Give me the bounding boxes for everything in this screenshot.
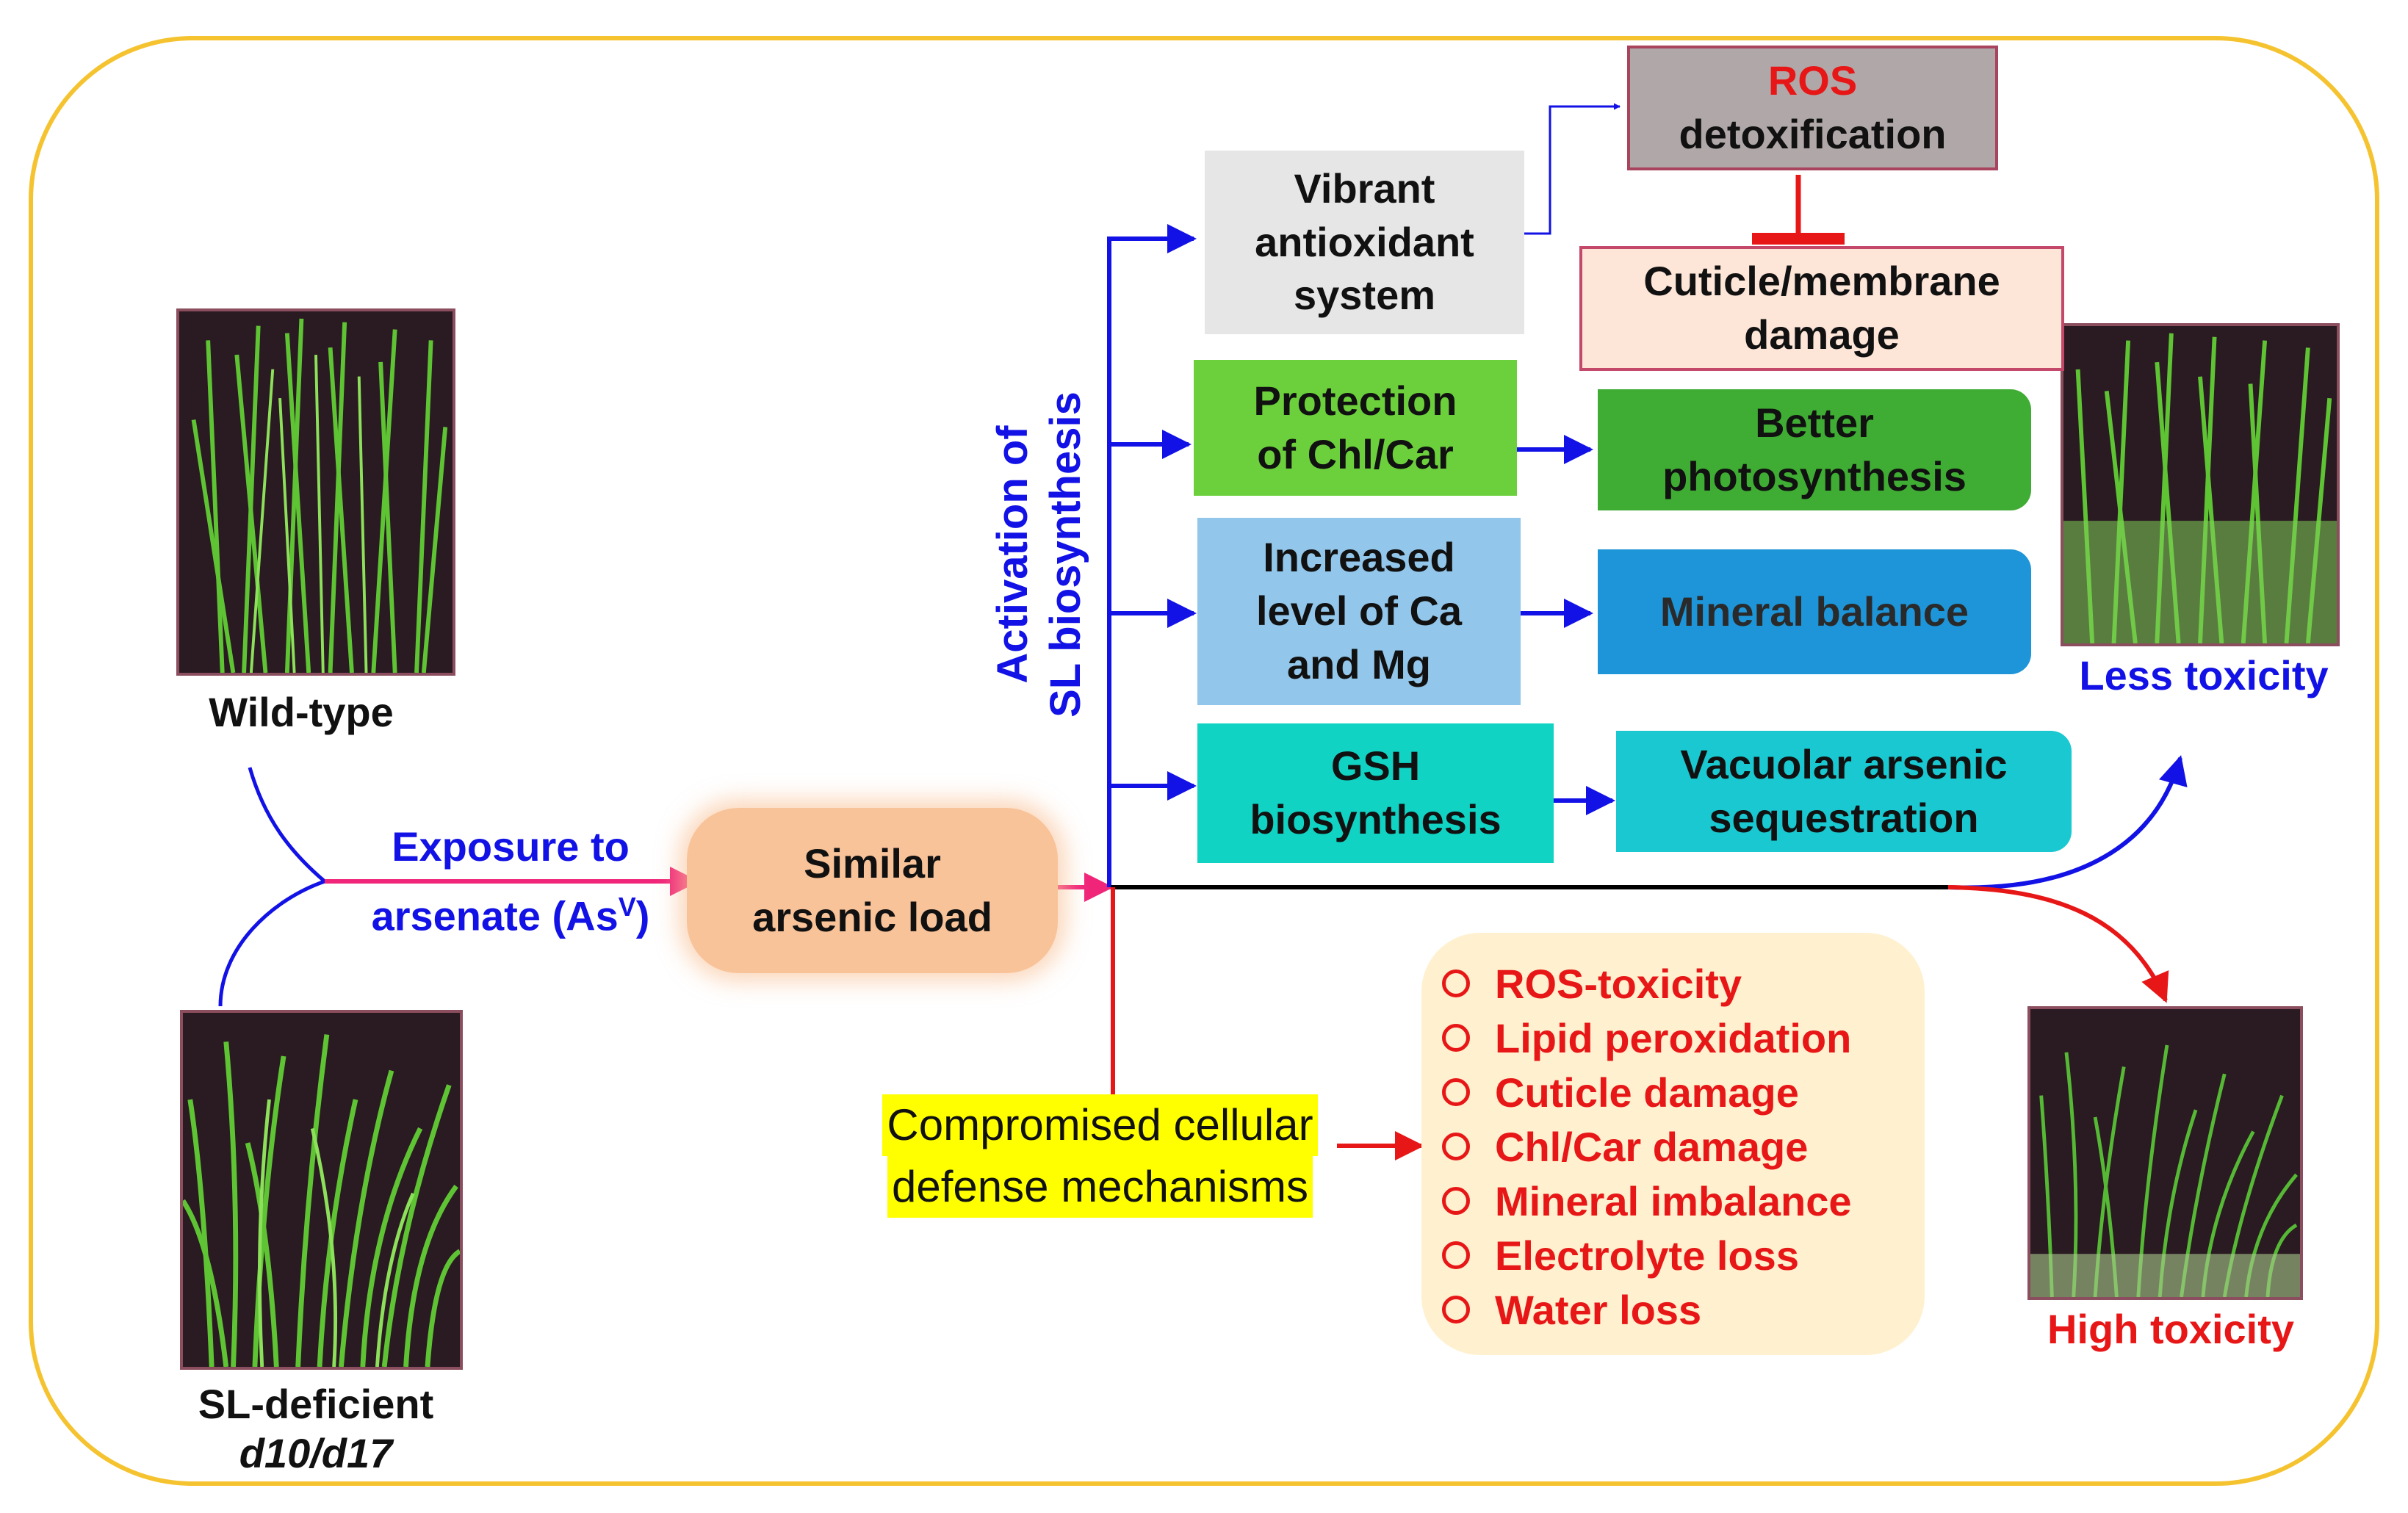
circle-bullet-icon (1442, 1241, 1470, 1269)
less-toxicity-curve (1947, 755, 2188, 890)
effect-item: Water loss (1442, 1282, 1925, 1337)
less-toxicity-label: Less toxicity (2027, 646, 2380, 705)
chl-line2: of Chl/Car (1257, 430, 1454, 477)
cuticle-damage-box: Cuticle/membrane damage (1579, 246, 2064, 371)
high-toxicity-text: High toxicity (2047, 1306, 2295, 1353)
compromised-line2: defense mechanisms (887, 1156, 1313, 1218)
gsh-line1: GSH (1330, 743, 1421, 790)
minerals-line3: and Mg (1287, 640, 1431, 687)
exposure-line2: arsenate (AsV) (371, 891, 650, 939)
effect-text: Electrolyte loss (1495, 1232, 1799, 1279)
antioxidant-box: Vibrant antioxidant system (1205, 151, 1524, 334)
circle-bullet-icon (1442, 1187, 1470, 1215)
mutant-lines-text: d10/d17 (239, 1430, 393, 1476)
circle-bullet-icon (1442, 1296, 1470, 1324)
vacuolar-line1: Vacuolar arsenic (1680, 740, 2008, 787)
circle-bullet-icon (1442, 1078, 1470, 1106)
cuticle-line2: damage (1744, 311, 1900, 358)
high-toxicity-photo (2027, 1006, 2303, 1300)
circle-bullet-icon (1442, 1024, 1470, 1052)
similar-load-line2: arsenic load (752, 893, 992, 940)
effect-item: ROS-toxicity (1442, 956, 1925, 1011)
effect-text: ROS-toxicity (1495, 960, 1742, 1007)
similar-load-box: Similar arsenic load (687, 808, 1058, 973)
antioxidant-to-ros-arrow (1524, 103, 1621, 235)
exposure-line1: Exposure to (392, 823, 630, 870)
effects-box: ROS-toxicity Lipid peroxidation Cuticle … (1421, 933, 1925, 1355)
antioxidant-line3: system (1293, 272, 1436, 319)
circle-bullet-icon (1442, 1133, 1470, 1160)
photosynthesis-box: Better photosynthesis (1598, 389, 2031, 510)
circle-bullet-icon (1442, 969, 1470, 997)
antioxidant-line1: Vibrant (1294, 165, 1435, 212)
effect-item: Electrolyte loss (1442, 1228, 1925, 1282)
vacuolar-box: Vacuolar arsenic sequestration (1616, 731, 2072, 852)
high-toxicity-label: High toxicity (1994, 1300, 2347, 1359)
effect-text: Mineral imbalance (1495, 1177, 1852, 1224)
activation-line2: SL biosynthesis (1042, 391, 1089, 718)
activation-label: Activation of SL biosynthesis (981, 356, 1098, 753)
compromised-label: Compromised cellular defense mechanisms (859, 1094, 1341, 1218)
ros-line1: ROS (1767, 57, 1858, 104)
sl-deficient-photo (180, 1010, 463, 1370)
ros-detoxification-box: ROS detoxification (1627, 46, 1998, 170)
wild-type-photo (176, 308, 455, 676)
gsh-line2: biosynthesis (1250, 796, 1502, 842)
wildtype-curve (248, 767, 326, 883)
outer-frame (29, 36, 2379, 1486)
compromised-line1: Compromised cellular (882, 1094, 1318, 1156)
high-toxicity-curve (1947, 885, 2169, 1003)
sl-deficient-label: SL-deficient d10/d17 (110, 1373, 522, 1484)
minerals-line2: level of Ca (1255, 588, 1463, 635)
vacuolar-line2: sequestration (1709, 794, 1979, 841)
chl-protection-box: Protection of Chl/Car (1194, 360, 1517, 496)
mutant-curve (218, 879, 325, 1007)
similar-load-line1: Similar (804, 839, 941, 887)
effect-item: Mineral imbalance (1442, 1174, 1925, 1228)
effect-item: Lipid peroxidation (1442, 1011, 1925, 1065)
activation-line1: Activation of (988, 425, 1037, 684)
wild-type-text: Wild-type (209, 689, 394, 736)
effect-item: Chl/Car damage (1442, 1119, 1925, 1174)
photosynthesis-line2: photosynthesis (1662, 452, 1967, 499)
minerals-line1: Increased (1263, 534, 1455, 581)
effect-text: Cuticle damage (1495, 1069, 1799, 1116)
effect-text: Chl/Car damage (1495, 1123, 1809, 1170)
minerals-box: Increased level of Ca and Mg (1197, 518, 1521, 705)
gsh-box: GSH biosynthesis (1197, 723, 1554, 863)
antioxidant-line2: antioxidant (1255, 218, 1474, 265)
effect-text: Lipid peroxidation (1495, 1014, 1852, 1061)
chl-line1: Protection (1253, 377, 1457, 424)
less-toxicity-text: Less toxicity (2079, 652, 2329, 699)
cuticle-line1: Cuticle/membrane (1643, 258, 2000, 305)
ros-line2: detoxification (1679, 111, 1947, 157)
wild-type-label: Wild-type (132, 683, 470, 742)
effect-text: Water loss (1495, 1286, 1702, 1333)
effect-item: Cuticle damage (1442, 1065, 1925, 1119)
photosynthesis-line1: Better (1755, 399, 1874, 446)
mineral-balance-box: Mineral balance (1598, 549, 2031, 674)
exposure-label: Exposure to arsenate (AsV) (323, 808, 698, 955)
mineral-balance-line1: Mineral balance (1659, 588, 1969, 635)
less-toxicity-photo (2061, 323, 2340, 646)
sl-deficient-text: SL-deficient (198, 1380, 434, 1427)
